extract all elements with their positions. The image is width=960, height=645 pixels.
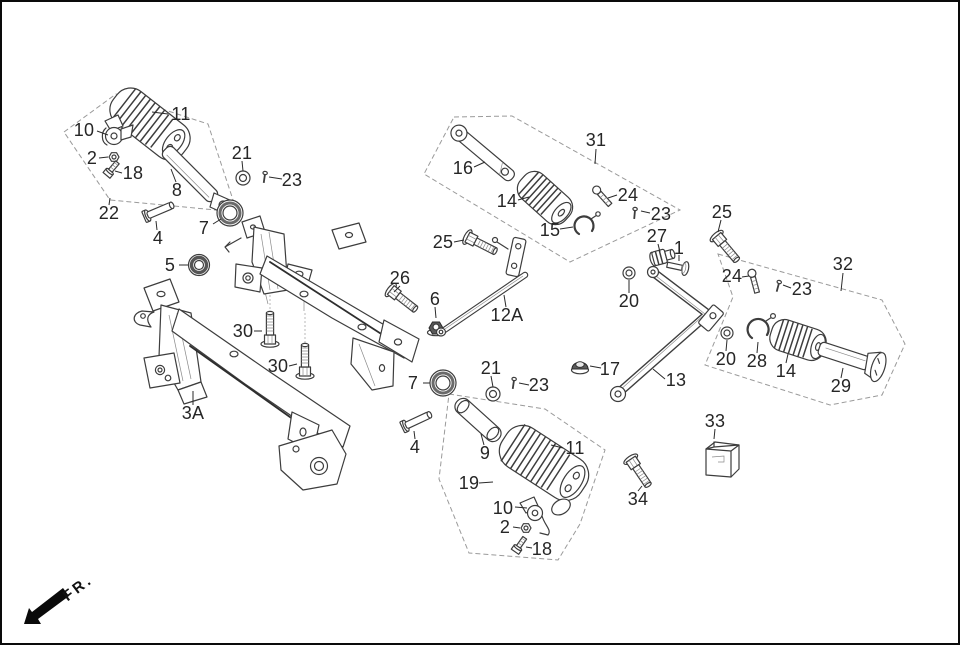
part-label-15: 15 [539, 220, 561, 240]
part-spacer-tube-9 [454, 397, 502, 443]
part-label-33: 33 [704, 411, 726, 431]
fr-direction-arrow [24, 588, 69, 624]
part-bolt-34 [623, 453, 652, 488]
part-kick-lever-13 [609, 265, 724, 403]
part-label-2-bottom: 2 [499, 517, 511, 537]
part-label-25-left: 25 [432, 232, 454, 252]
part-label-6: 6 [429, 289, 441, 309]
part-label-13: 13 [665, 370, 687, 390]
part-grommet-5 [187, 253, 211, 277]
part-washer-21-top [235, 170, 251, 186]
part-nut-2-left [108, 152, 120, 162]
part-collar-7-bottom [429, 369, 457, 397]
part-label-23-bottom: 23 [528, 375, 550, 395]
part-change-rod-12a [435, 236, 529, 337]
part-label-10-left: 10 [73, 120, 95, 140]
part-step-bar-29 [817, 341, 887, 383]
part-clamp-28 [746, 313, 777, 340]
part-label-26: 26 [389, 268, 411, 288]
part-label-17: 17 [599, 359, 621, 379]
part-bolt-24-right [747, 268, 761, 294]
part-label-25-right: 25 [711, 202, 733, 222]
part-bolt-4-top [141, 201, 175, 223]
part-label-20-left: 20 [618, 291, 640, 311]
part-label-30-lower: 30 [267, 356, 289, 376]
region-31-outline [423, 115, 682, 263]
part-footrest-rubber-11-bottom [498, 423, 590, 502]
part-pin-23-topright [632, 206, 638, 220]
part-label-3a: 3A [181, 403, 205, 423]
part-bolt-30-lower [295, 342, 315, 380]
part-label-21-bottom: 21 [480, 358, 502, 378]
part-label-21-top: 21 [231, 143, 253, 163]
leader-lines [96, 111, 844, 549]
part-clamp-15 [573, 211, 601, 236]
part-footrest-holder-10-bottom [519, 496, 571, 536]
part-collar-7-top [216, 199, 244, 227]
part-bolt-18-left [102, 160, 120, 179]
part-label-7-bottom: 7 [407, 373, 419, 393]
part-washer-20-right [720, 326, 734, 340]
part-washer-21-bottom [485, 386, 501, 402]
part-label-8: 8 [171, 180, 183, 200]
part-label-24-right: 24 [721, 266, 743, 286]
part-label-14-top: 14 [496, 191, 518, 211]
part-label-11-left: 11 [171, 104, 191, 124]
part-label-18-left: 18 [122, 163, 144, 183]
part-label-34: 34 [627, 489, 649, 509]
part-label-11-bottom: 11 [565, 438, 585, 458]
part-footrest-rubber-14-top [516, 170, 574, 226]
part-label-22: 22 [98, 203, 120, 223]
part-label-10-bottom: 10 [492, 498, 514, 518]
part-label-28: 28 [746, 351, 768, 371]
part-pivot-bolt-1 [666, 261, 690, 277]
part-pin-23-bottom [511, 376, 517, 390]
part-frame-cross-member-3a [133, 278, 351, 491]
part-footrest-holder-10-left [101, 114, 134, 146]
part-step-bar-16 [450, 124, 515, 182]
part-spacer-27 [649, 248, 676, 267]
part-label-29: 29 [830, 376, 852, 396]
part-pin-23-right [775, 279, 783, 292]
region-22-outline [63, 93, 238, 213]
part-label-18-bottom: 18 [531, 539, 553, 559]
part-bolt-24-top [592, 185, 613, 208]
part-label-5: 5 [164, 255, 176, 275]
part-label-7-top: 7 [198, 218, 210, 238]
part-bolt-25-left [462, 229, 498, 256]
part-washer-20-left [622, 266, 636, 280]
part-frame-cross-member-upper [224, 215, 420, 391]
part-label-24-top: 24 [617, 185, 639, 205]
part-footrest-rubber-14-right [769, 318, 827, 362]
part-pin-23-topleft [262, 170, 268, 184]
part-bolt-4-bottom [399, 411, 433, 434]
part-label-31: 31 [585, 130, 607, 150]
part-bolt-25-right [709, 229, 741, 264]
part-bolt-30-upper [260, 310, 280, 348]
part-bolt-26 [384, 282, 419, 313]
part-label-9: 9 [479, 443, 491, 463]
part-label-23-right: 23 [791, 279, 813, 299]
region-32-outline [704, 253, 906, 406]
part-flange-nut-17 [570, 361, 590, 375]
part-label-19: 19 [458, 473, 480, 493]
part-label-4-bottom: 4 [409, 437, 421, 457]
part-nut-2-bottom [520, 523, 532, 533]
part-label-32: 32 [832, 254, 854, 274]
part-label-20-right: 20 [715, 349, 737, 369]
part-label-1: 1 [673, 238, 685, 258]
part-label-4-top: 4 [152, 228, 164, 248]
part-label-27: 27 [646, 226, 668, 246]
part-rubber-box-33 [705, 441, 740, 478]
part-label-16: 16 [452, 158, 474, 178]
part-label-23-topright: 23 [650, 204, 672, 224]
assembly-regions [63, 93, 906, 561]
part-label-14-right: 14 [775, 361, 797, 381]
part-label-2-left: 2 [86, 148, 98, 168]
part-label-12a: 12A [490, 305, 524, 325]
part-bolt-18-bottom [510, 535, 528, 555]
part-label-30-upper: 30 [232, 321, 254, 341]
part-label-23-topleft: 23 [281, 170, 303, 190]
